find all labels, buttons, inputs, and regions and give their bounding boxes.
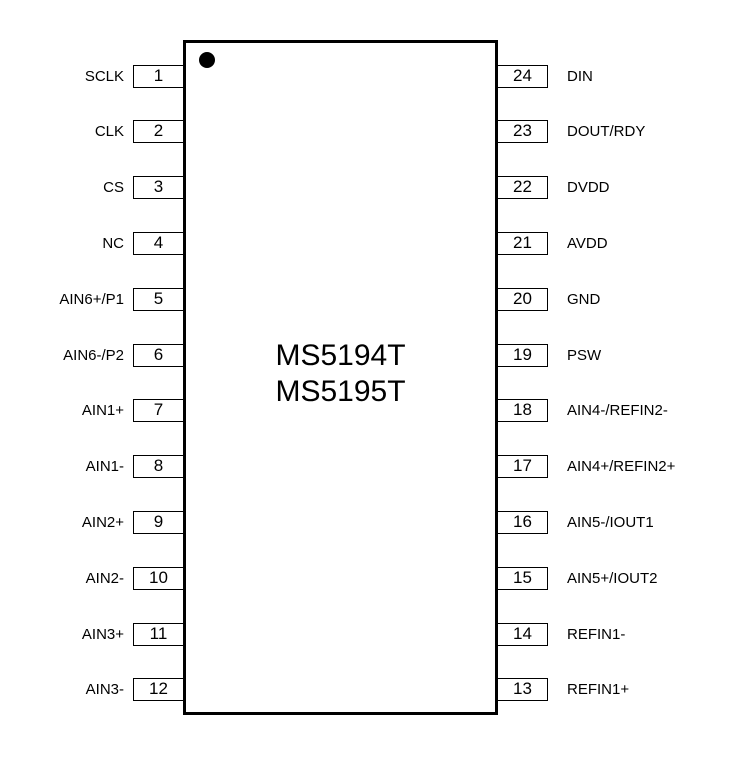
pin-number: 8 — [153, 456, 164, 475]
part-number-2: MS5195T — [275, 375, 406, 408]
pin-number: 6 — [153, 345, 164, 364]
pin-number: 15 — [513, 568, 532, 587]
pin-number: 2 — [153, 121, 164, 140]
pin-8-label: AIN1- — [85, 458, 124, 475]
pin-24-box: 24 — [498, 65, 548, 88]
pin1-marker-dot — [199, 52, 215, 68]
pin-12-box: 12 — [133, 678, 183, 701]
pin-9-box: 9 — [133, 511, 183, 534]
pin-number: 9 — [153, 512, 164, 531]
pin-18-box: 18 — [498, 399, 548, 422]
pin-6-label: AIN6-/P2 — [63, 347, 124, 364]
pin-22-label: DVDD — [567, 179, 610, 196]
pin-3-label: CS — [103, 179, 124, 196]
pin-number: 3 — [153, 177, 164, 196]
part-names: MS5194T MS5195T — [183, 338, 498, 410]
pin-17-label: AIN4+/REFIN2+ — [567, 458, 676, 475]
chip-body — [183, 40, 498, 715]
pin-number: 22 — [513, 177, 532, 196]
pin-8-box: 8 — [133, 455, 183, 478]
pin-number: 17 — [513, 456, 532, 475]
pin-23-label: DOUT/RDY — [567, 123, 646, 140]
pin-13-label: REFIN1+ — [567, 681, 630, 698]
pin-14-label: REFIN1- — [567, 626, 626, 643]
pin-4-box: 4 — [133, 232, 183, 255]
pin-number: 19 — [513, 345, 532, 364]
pin-6-box: 6 — [133, 344, 183, 367]
pin-number: 4 — [153, 233, 164, 252]
pin-19-label: PSW — [567, 347, 602, 364]
pin-2-label: CLK — [94, 123, 124, 140]
pin-5-label: AIN6+/P1 — [59, 291, 124, 308]
pin-11-box: 11 — [133, 623, 183, 646]
pin-17-box: 17 — [498, 455, 548, 478]
pin-15-box: 15 — [498, 567, 548, 590]
pin-7-box: 7 — [133, 399, 183, 422]
pin-12-label: AIN3- — [85, 681, 124, 698]
pin-21-label: AVDD — [567, 235, 608, 252]
pin-14-box: 14 — [498, 623, 548, 646]
pin-number: 24 — [513, 66, 532, 85]
pin-10-label: AIN2- — [85, 570, 124, 587]
pin-number: 10 — [149, 568, 168, 587]
pin-19-box: 19 — [498, 344, 548, 367]
pin-10-box: 10 — [133, 567, 183, 590]
pin-number: 12 — [149, 679, 168, 698]
pin-number: 16 — [513, 512, 532, 531]
pin-number: 23 — [513, 121, 532, 140]
pin-number: 21 — [513, 233, 532, 252]
pin-20-box: 20 — [498, 288, 548, 311]
pin-number: 7 — [153, 400, 164, 419]
pin-13-box: 13 — [498, 678, 548, 701]
pin-number: 13 — [513, 679, 532, 698]
pin-number: 11 — [149, 624, 168, 643]
pin-20-label: GND — [567, 291, 601, 308]
pin-5-box: 5 — [133, 288, 183, 311]
pin-number: 1 — [153, 66, 164, 85]
pin-number: 18 — [513, 400, 532, 419]
part-number-1: MS5194T — [275, 339, 406, 372]
pin-16-box: 16 — [498, 511, 548, 534]
pin-number: 20 — [513, 289, 532, 308]
pin-18-label: AIN4-/REFIN2- — [567, 402, 668, 419]
pin-3-box: 3 — [133, 176, 183, 199]
pin-4-label: NC — [102, 235, 124, 252]
pin-number: 5 — [153, 289, 164, 308]
pin-7-label: AIN1+ — [81, 402, 124, 419]
pin-9-label: AIN2+ — [81, 514, 124, 531]
pin-22-box: 22 — [498, 176, 548, 199]
pin-15-label: AIN5+/IOUT2 — [567, 570, 658, 587]
pin-11-label: AIN3+ — [81, 626, 124, 643]
pin-1-label: SCLK — [84, 68, 124, 85]
pin-23-box: 23 — [498, 120, 548, 143]
pin-number: 14 — [513, 624, 532, 643]
pin-21-box: 21 — [498, 232, 548, 255]
pin-24-label: DIN — [567, 68, 593, 85]
pin-16-label: AIN5-/IOUT1 — [567, 514, 654, 531]
pin-1-box: 1 — [133, 65, 183, 88]
pin-2-box: 2 — [133, 120, 183, 143]
